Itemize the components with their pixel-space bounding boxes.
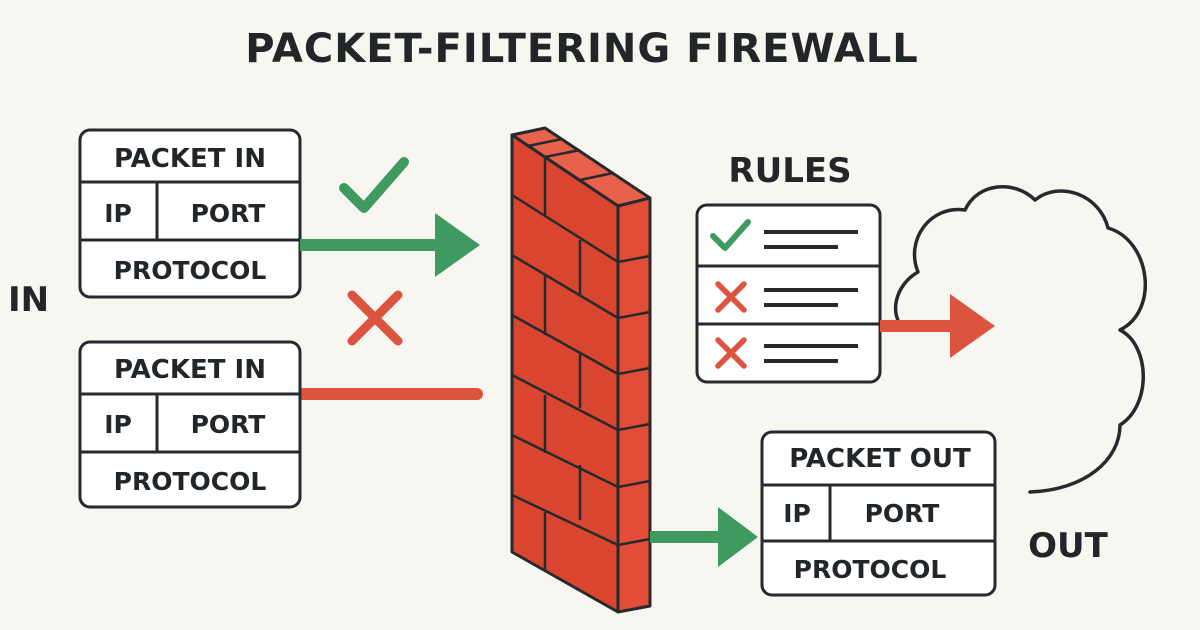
check-icon [710,219,751,251]
ip-field: IP [783,499,811,528]
packet-title: PACKET IN [114,355,266,385]
protocol-field: PROTOCOL [114,256,267,285]
rules-title: RULES [728,151,851,191]
port-field: PORT [191,410,266,439]
packet-out: PACKET OUT IP PORT PROTOCOL [760,430,997,597]
port-field: PORT [865,499,940,528]
cross-icon [715,337,747,369]
cross-icon [715,281,747,313]
rule-row [710,219,858,251]
cloud-icon [893,185,1147,494]
packet-title: PACKET IN [114,144,266,174]
out-label: OUT [1028,526,1109,566]
port-field: PORT [191,199,266,228]
rule-row [715,281,858,313]
in-label: IN [8,280,49,320]
packet-in-blocked: PACKET IN IP PORT PROTOCOL [78,340,302,509]
rule-row [715,337,858,369]
pass-arrow [650,507,758,567]
diagram-title: PACKET-FILTERING FIREWALL [245,26,918,72]
packet-title: PACKET OUT [789,444,971,474]
rules-arrow [880,294,995,358]
cross-icon [347,290,403,346]
protocol-field: PROTOCOL [114,467,267,496]
check-icon [339,157,409,213]
packet-in-allowed: PACKET IN IP PORT PROTOCOL [78,128,302,299]
protocol-field: PROTOCOL [794,555,947,584]
allow-arrow [300,213,480,277]
ip-field: IP [104,199,132,228]
ip-field: IP [104,410,132,439]
firewall-wall-icon [510,126,652,614]
